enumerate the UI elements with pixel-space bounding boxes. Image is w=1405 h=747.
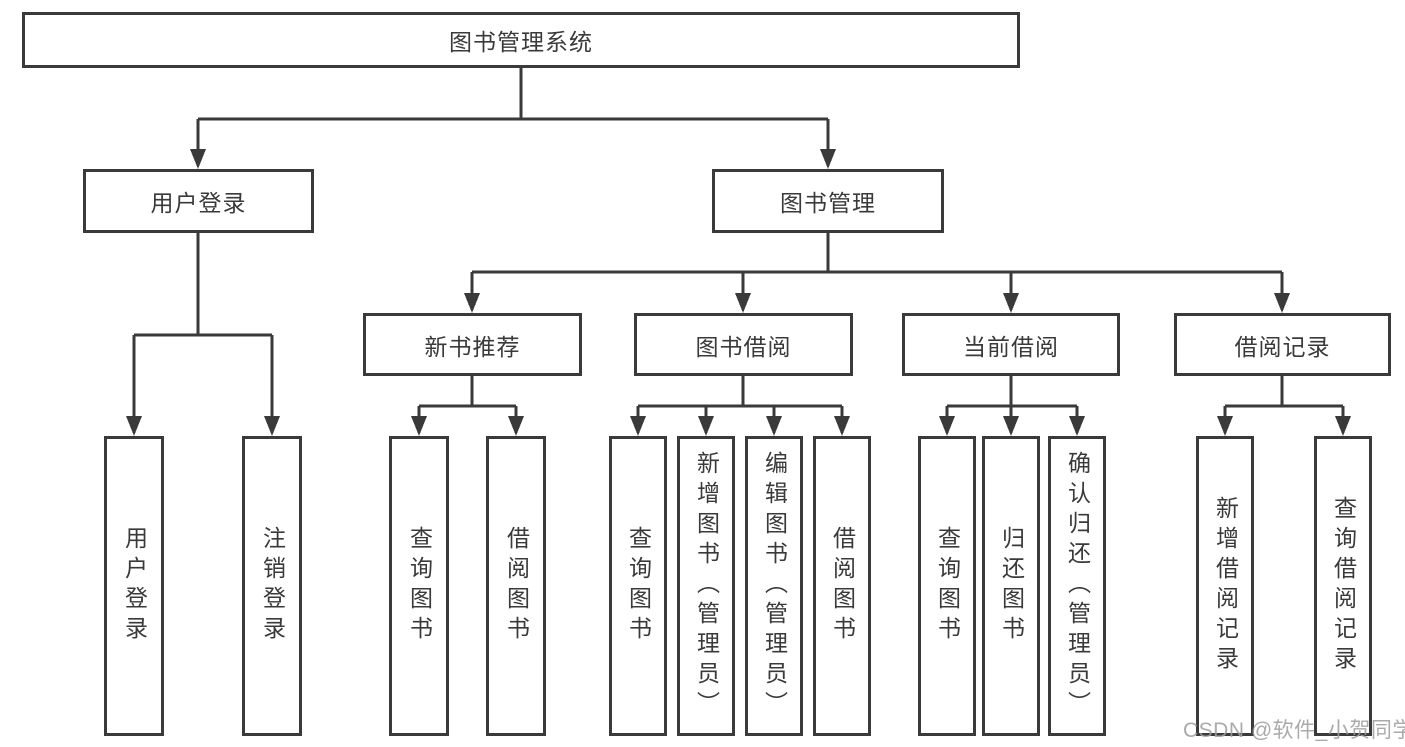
- edge-borrow-to-leaves: [630, 376, 850, 436]
- leaf-logout: 注销登录: [242, 436, 302, 736]
- node-label: 确认归还（管理员）: [1064, 451, 1091, 721]
- node-label: 借阅图书: [829, 526, 856, 646]
- node-label: 图书借阅: [695, 333, 792, 360]
- leaf-add-borrow-record: 新增借阅记录: [1196, 436, 1254, 736]
- node-label: 查询图书: [406, 526, 433, 646]
- node-book-management: 图书管理: [712, 169, 944, 233]
- node-label: 新增图书（管理员）: [693, 451, 720, 721]
- leaf-confirm-return-admin: 确认归还（管理员）: [1048, 436, 1106, 736]
- node-label: 新书推荐: [424, 333, 521, 360]
- edge-login-to-leaves: [126, 233, 280, 436]
- node-label: 查询图书: [625, 526, 652, 646]
- node-label: 查询借阅记录: [1330, 496, 1357, 676]
- node-label: 编辑图书（管理员）: [761, 451, 788, 721]
- node-label: 借阅记录: [1234, 333, 1331, 360]
- node-label: 新增借阅记录: [1212, 496, 1239, 676]
- node-library-system: 图书管理系统: [22, 12, 1020, 68]
- edge-root-to-level2: [190, 68, 836, 169]
- node-label: 用户登录: [150, 190, 247, 216]
- leaf-query-books-recommend: 查询图书: [389, 436, 449, 736]
- node-book-borrow: 图书借阅: [634, 313, 853, 376]
- node-user-login: 用户登录: [83, 169, 314, 233]
- csdn-watermark: CSDN @软件_小贺同学: [1183, 719, 1405, 742]
- node-current-borrow: 当前借阅: [902, 313, 1120, 376]
- node-label: 借阅图书: [503, 526, 530, 646]
- edge-records-to-leaves: [1217, 376, 1351, 436]
- node-label: 图书管理系统: [449, 29, 593, 55]
- edge-newrec-to-leaves: [411, 376, 524, 436]
- leaf-return-books: 归还图书: [982, 436, 1040, 736]
- edge-mgmt-to-level3: [464, 233, 1290, 313]
- node-label: 用户登录: [121, 526, 148, 646]
- leaf-query-books-current: 查询图书: [918, 436, 976, 736]
- node-new-book-recommend: 新书推荐: [363, 313, 582, 376]
- node-borrow-records: 借阅记录: [1174, 313, 1391, 376]
- node-label: 归还图书: [998, 526, 1025, 646]
- leaf-user-login: 用户登录: [104, 436, 164, 736]
- node-label: 图书管理: [780, 190, 876, 216]
- leaf-borrow-books: 借阅图书: [813, 436, 871, 736]
- node-label: 当前借阅: [963, 333, 1059, 360]
- edge-current-to-leaves: [939, 376, 1085, 436]
- leaf-query-books-borrow: 查询图书: [609, 436, 667, 736]
- leaf-borrow-books-recommend: 借阅图书: [486, 436, 546, 736]
- node-label: 查询图书: [934, 526, 961, 646]
- node-label: 注销登录: [259, 526, 286, 646]
- leaf-query-borrow-record: 查询借阅记录: [1314, 436, 1372, 736]
- leaf-edit-books-admin: 编辑图书（管理员）: [745, 436, 803, 736]
- leaf-add-books-admin: 新增图书（管理员）: [677, 436, 735, 736]
